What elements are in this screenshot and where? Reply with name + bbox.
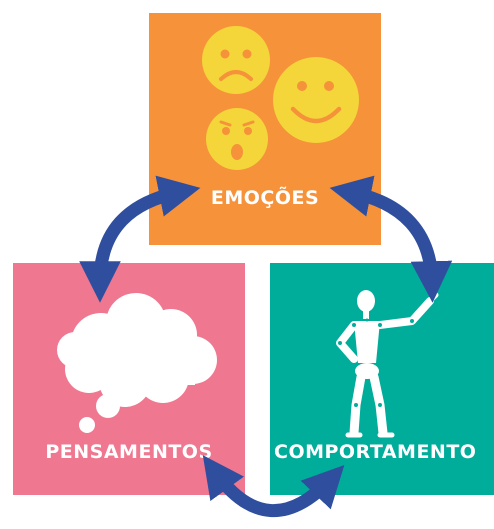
- arrow-pensamentos-comportamento: [202, 455, 345, 518]
- happy-face-icon: [273, 57, 359, 143]
- emocoes-label: EMOÇÕES: [210, 187, 320, 209]
- surprised-face-icon: [206, 108, 268, 170]
- thought-cloud-icon: [57, 293, 217, 433]
- pensamentos-label: PENSAMENTOS: [45, 441, 213, 463]
- emoji-faces-icon: [202, 26, 359, 170]
- arrow-emocoes-pensamentos: [79, 175, 201, 303]
- sad-face-icon: [202, 26, 270, 94]
- arrow-emocoes-comportamento: [329, 175, 453, 303]
